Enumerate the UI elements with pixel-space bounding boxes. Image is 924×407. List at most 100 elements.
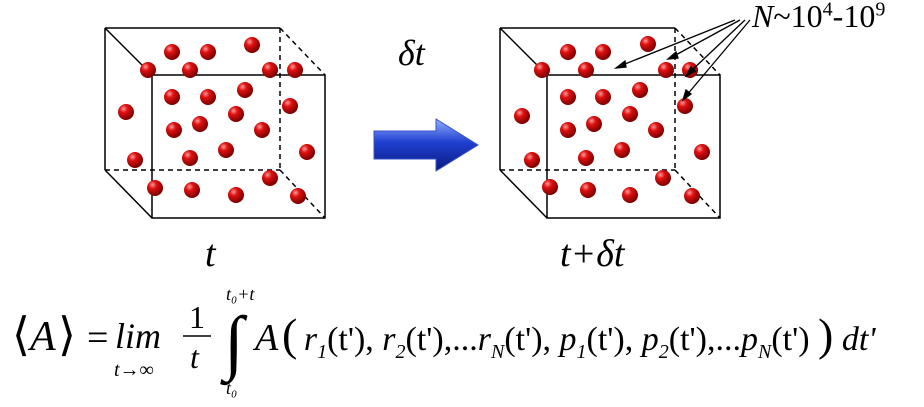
particle [244, 37, 260, 53]
integral-upper-limit: t₀+t [226, 284, 255, 304]
arg-p1-sub: 1 [577, 341, 587, 363]
particle [622, 187, 638, 203]
particle [534, 62, 550, 78]
comma-4: , [625, 321, 634, 358]
particle [262, 62, 278, 78]
particle [127, 152, 143, 168]
particle [237, 82, 253, 98]
particle [182, 62, 198, 78]
cube-left-depth-edges [104, 27, 326, 219]
lim-operator: lim [115, 316, 161, 356]
particle-count-tilde: ~ [773, 0, 791, 34]
cube-right [499, 19, 751, 219]
particle [622, 106, 638, 122]
comma-5: , [707, 321, 716, 358]
arg-p1: p [558, 321, 577, 358]
cube-left [104, 27, 326, 219]
particle [524, 152, 540, 168]
comma-3: , [543, 321, 552, 358]
arg-r2-sub: 2 [396, 341, 406, 363]
time-label-right: t+δt [560, 233, 625, 275]
particle [542, 179, 558, 195]
fraction-denominator: t [190, 339, 200, 375]
tprime-4: (t') [587, 321, 625, 358]
particle [586, 116, 602, 132]
angle-right: ⟩ [58, 309, 76, 360]
particle [254, 122, 270, 138]
particle [192, 116, 208, 132]
cube-left-back-face [104, 27, 281, 171]
arg-pN-sub: N [757, 341, 773, 363]
particle [182, 150, 198, 166]
particle [560, 122, 576, 138]
ellipsis-2: ... [715, 321, 741, 358]
particle [262, 170, 278, 186]
particle-count-pointers [613, 19, 751, 102]
arg-r2: r [382, 321, 396, 358]
tprime-2: (t') [406, 321, 444, 358]
integrand-args: ( r1(t'), r2(t'),...rN(t'), p1(t'), p2(t… [282, 309, 876, 363]
particle [560, 44, 576, 60]
particle [200, 44, 216, 60]
particle [184, 182, 200, 198]
particle [164, 44, 180, 60]
particle [218, 142, 234, 158]
avg-var: A [27, 314, 56, 360]
particle [166, 122, 182, 138]
ellipsis-1: ... [452, 321, 478, 358]
particle [290, 188, 306, 204]
differential: dt' [842, 321, 876, 358]
tprime-5: (t') [669, 321, 707, 358]
particle-count-exp1: 4 [822, 0, 833, 21]
particle [287, 62, 303, 78]
particle [684, 188, 700, 204]
particle-count-base1: 10 [790, 0, 823, 34]
time-label-left: t [205, 233, 216, 275]
particles-left [118, 37, 315, 204]
particle [640, 36, 656, 52]
integrand-fn: A [252, 317, 279, 359]
particle [140, 62, 156, 78]
lim-subscript: t→∞ [114, 359, 154, 381]
particle [595, 89, 611, 105]
particle [299, 144, 315, 160]
particle [147, 180, 163, 196]
arg-pN: p [739, 321, 758, 358]
particle [595, 44, 611, 60]
particle-count-var: N [752, 0, 774, 34]
particle [200, 89, 216, 105]
particle [560, 89, 576, 105]
arg-p2: p [640, 321, 659, 358]
particle [228, 106, 244, 122]
particle [655, 170, 671, 186]
cube-right-depth-edges [499, 27, 721, 219]
particles-right [514, 36, 710, 204]
cube-right-front-face [546, 74, 721, 219]
particle [164, 89, 180, 105]
comma-2: , [444, 321, 453, 358]
particle [677, 98, 693, 114]
particle-count-base2: 10 [843, 0, 876, 34]
tprime-6: (t') [771, 321, 809, 358]
particle [228, 187, 244, 203]
particle [578, 62, 594, 78]
tprime-3: (t') [504, 321, 542, 358]
particle-count-exp2: 9 [875, 0, 886, 21]
particle [580, 182, 596, 198]
particle [632, 82, 648, 98]
comma-1: , [365, 321, 374, 358]
particle-count-dash: - [832, 0, 844, 34]
cube-right-back-face [499, 27, 676, 171]
particle [694, 144, 710, 160]
open-paren: ( [282, 309, 297, 360]
particle [514, 108, 530, 124]
arg-p2-sub: 2 [659, 341, 669, 363]
ensemble-average-formula: ⟨ A ⟩ = lim t→∞ 1 t t₀+t ∫ t₀ A ( r1(t')… [12, 284, 876, 398]
equals-sign: = [87, 317, 108, 359]
fraction-numerator: 1 [189, 299, 205, 335]
integral-sign: ∫ [220, 302, 248, 386]
arg-r1-sub: 1 [317, 341, 327, 363]
delta-t-label: δt [398, 33, 425, 73]
arg-r1: r [304, 321, 318, 358]
